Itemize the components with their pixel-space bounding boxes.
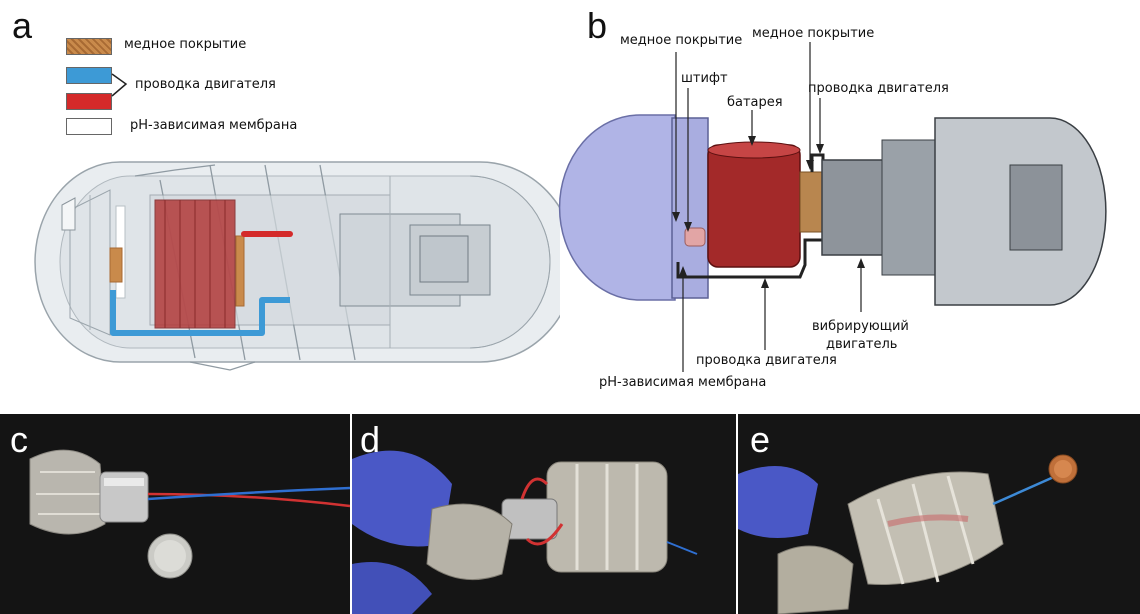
label-copper-right: медное покрытие (752, 26, 875, 41)
motor-wire-bottom (676, 238, 830, 279)
photo-panel-d: d (352, 414, 736, 614)
legend-label-membrane: pH-зависимая мембрана (130, 118, 298, 133)
photo-d-illustration (352, 414, 736, 614)
battery-b (707, 144, 801, 268)
label-copper-left: медное покрытие (620, 33, 743, 48)
legend-swatch-membrane (66, 118, 112, 135)
panel-label-a: a (12, 5, 33, 46)
label-motor-wires-bottom: проводка двигателя (696, 353, 837, 368)
copper-right (235, 235, 245, 307)
label-motor-wires-top: проводка двигателя (808, 81, 949, 96)
legend-swatch-red-wire (66, 93, 112, 110)
label-vibrating-motor-2: двигатель (826, 337, 898, 352)
label-battery: батарея (727, 95, 783, 110)
capsule-diagram-a (34, 161, 560, 371)
blue-wire-a (110, 290, 290, 336)
capsule-diagram-b (558, 42, 1107, 372)
label-membrane-b: pH-зависимая мембрана (599, 375, 767, 390)
legend-bracket (111, 73, 128, 97)
photo-panel-e: e (738, 414, 1140, 614)
legend-label-wires: проводка двигателя (135, 77, 276, 92)
label-pin: штифт (681, 71, 728, 86)
label-vibrating-motor-1: вибрирующий (812, 319, 909, 334)
copper-b (799, 171, 823, 233)
panel-label-b: b (587, 5, 608, 46)
panel-label-d: d (360, 419, 381, 460)
pin (684, 227, 706, 247)
photo-c-illustration (0, 414, 350, 614)
legend-label-copper: медное покрытие (124, 37, 247, 52)
copper-left (109, 247, 123, 283)
photo-e-illustration (738, 414, 1140, 614)
legend-swatch-copper (66, 38, 112, 55)
ph-membrane-dome (558, 114, 676, 301)
photo-panel-c: c (0, 414, 350, 614)
legend-swatch-blue-wire (66, 67, 112, 84)
panel-label-c: c (10, 419, 28, 460)
panel-label-e: e (750, 419, 771, 460)
